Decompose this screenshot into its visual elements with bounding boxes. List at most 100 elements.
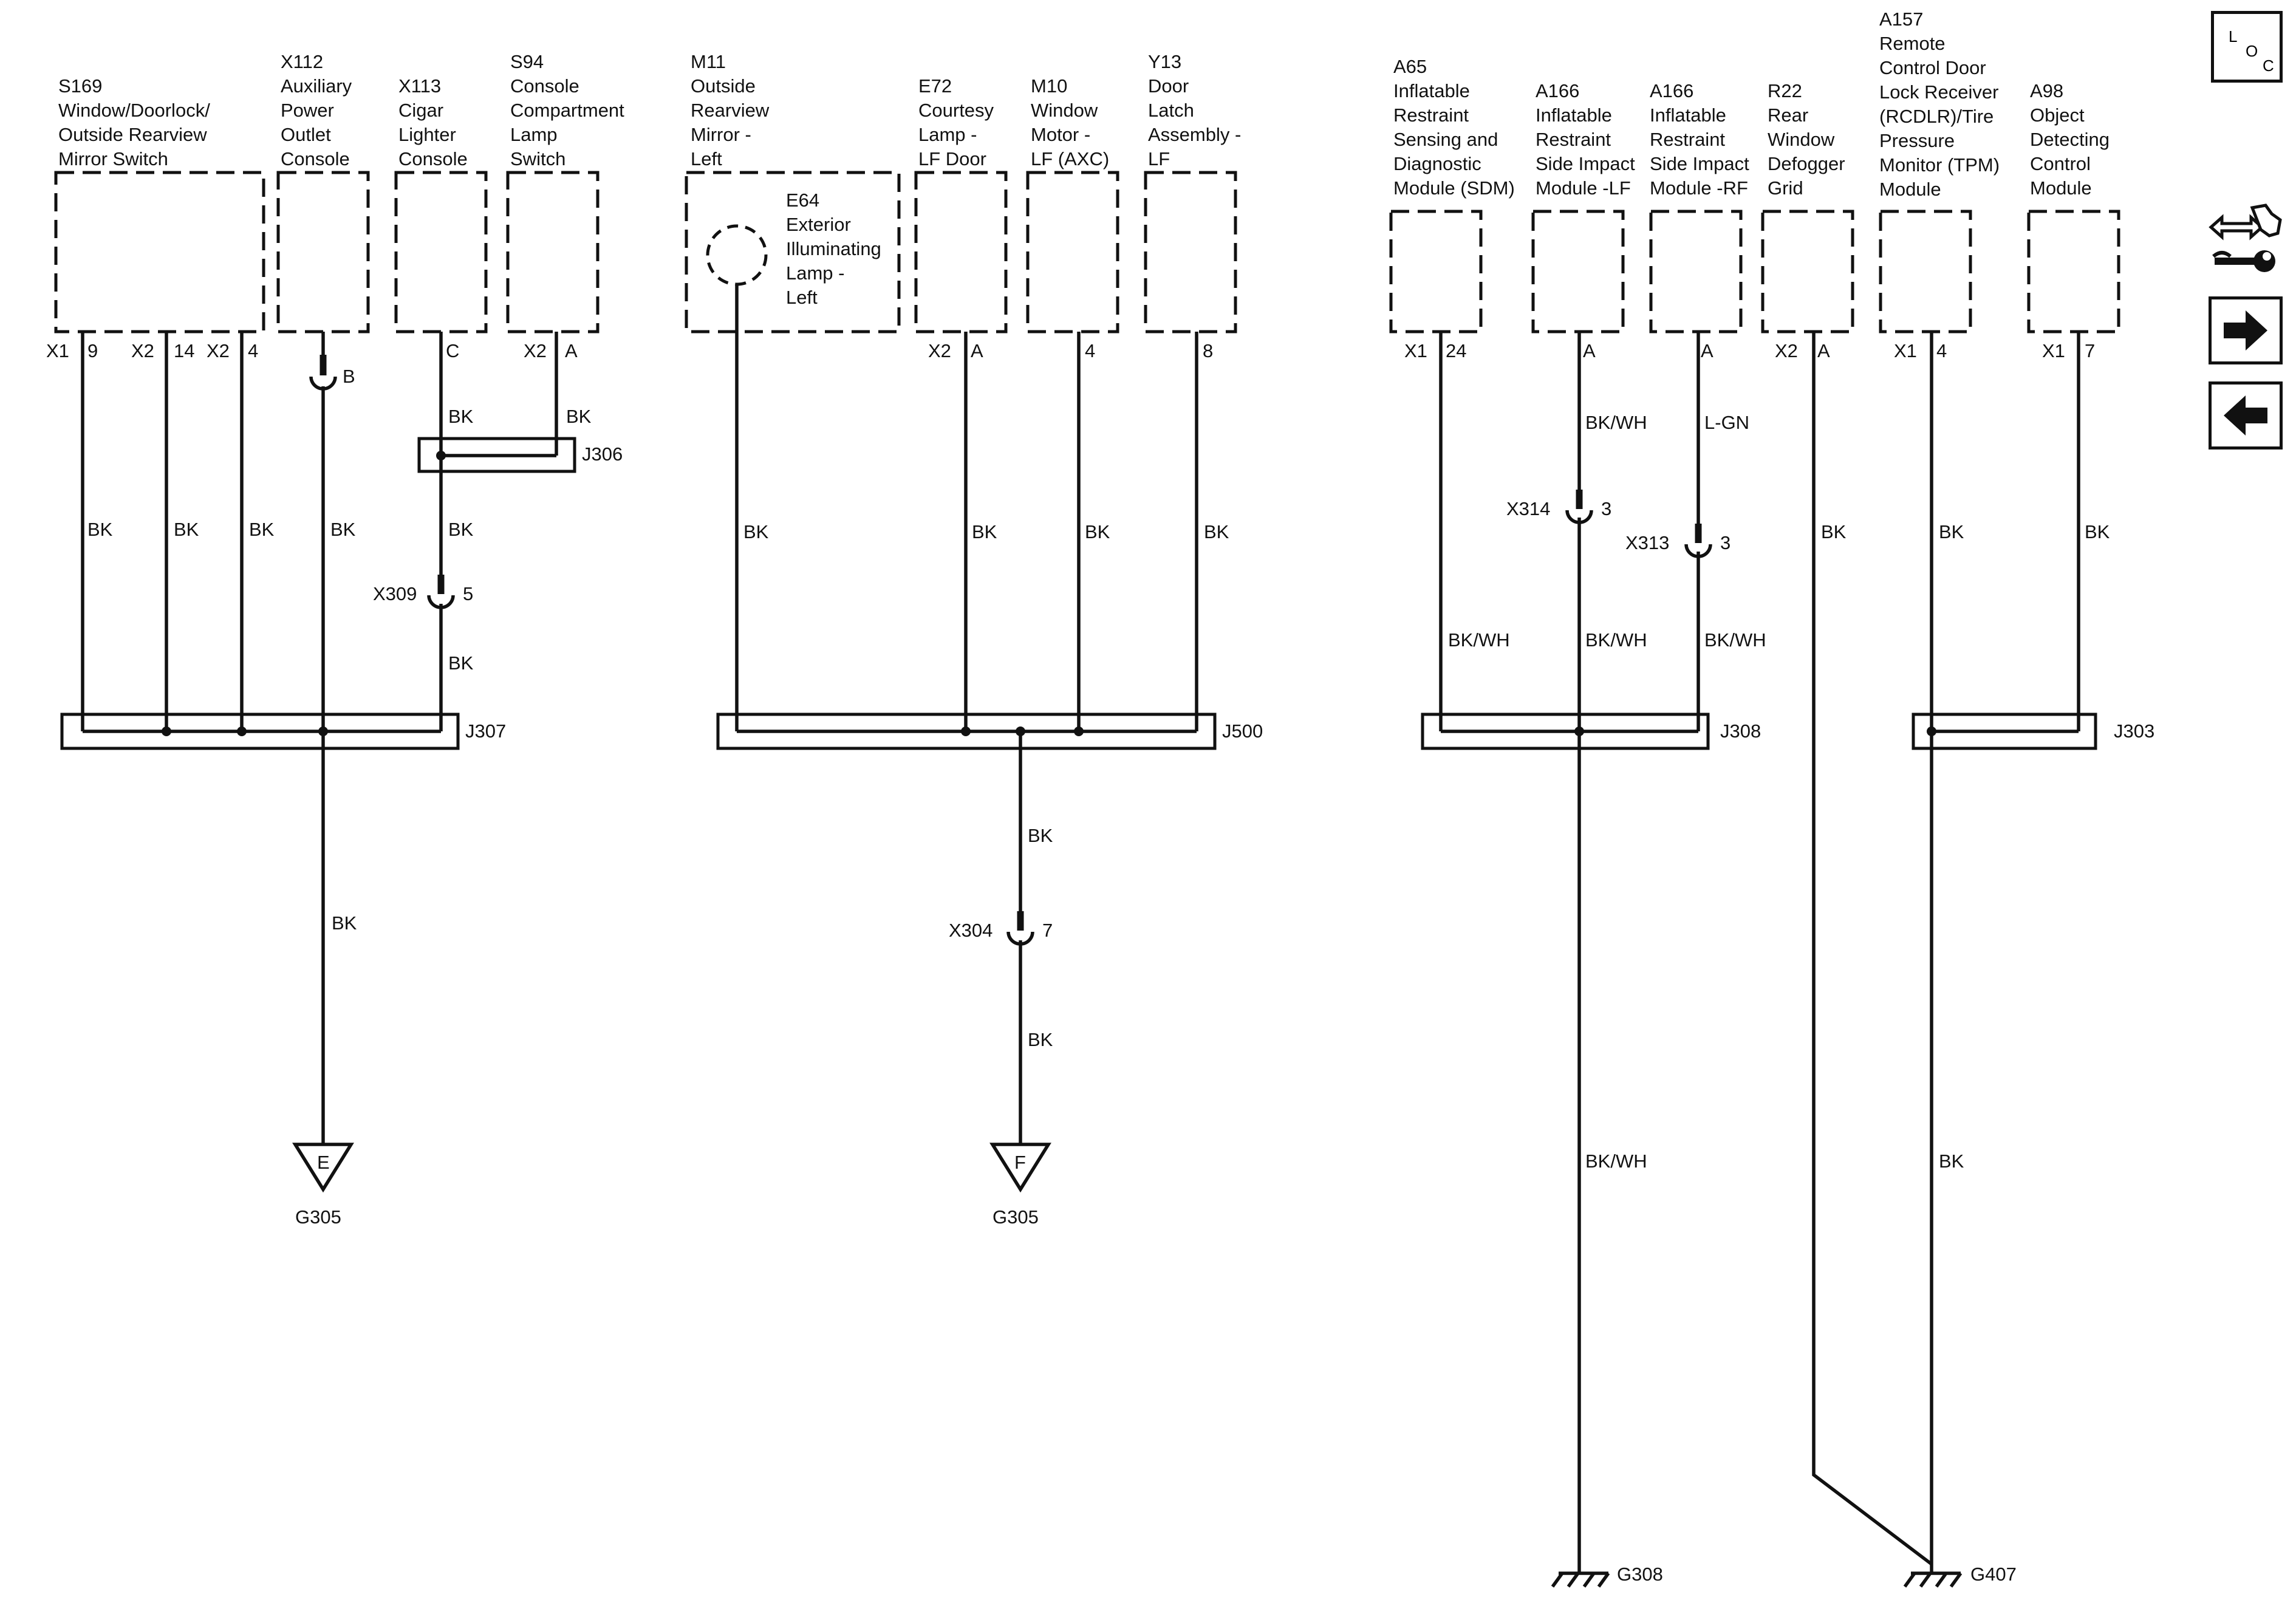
component-y13-line4: LF	[1148, 148, 1170, 169]
component-a157-line1: Remote	[1879, 33, 1946, 54]
component-e64-line2: Illuminating	[786, 238, 881, 259]
wire-color-label: BK	[1028, 825, 1053, 846]
component-x113-id: X113	[398, 75, 441, 97]
ground-label: G308	[1617, 1564, 1663, 1585]
connector-x304-label: X304	[949, 920, 993, 941]
component-m11-line3: Mirror -	[691, 124, 751, 145]
splice-j307	[60, 713, 460, 750]
component-a65-line2: Restraint	[1393, 104, 1469, 126]
arrow-right-icon	[2224, 310, 2267, 350]
prev-button[interactable]	[2209, 381, 2283, 450]
a166-rf-box	[1649, 210, 1743, 333]
wire-color-label: BK	[1939, 1150, 1964, 1172]
pin-label: 4	[1085, 340, 1095, 361]
connector-x313: X313 3	[1625, 524, 1731, 558]
component-a157-line3: Lock Receiver	[1879, 81, 1998, 103]
connector-x112-b	[309, 355, 337, 391]
component-a98-line4: Module	[2030, 177, 2092, 199]
component-r22-line4: Grid	[1768, 177, 1803, 199]
pin-label: 4	[248, 340, 258, 361]
pin-label: C	[446, 340, 459, 361]
component-s169-line3: Mirror Switch	[58, 148, 168, 169]
loc-button[interactable]: L O C	[2211, 11, 2283, 83]
component-x112-id: X112	[281, 51, 323, 72]
e64-lamp-symbol	[706, 224, 768, 286]
junction-dot	[961, 726, 971, 736]
junction-dot	[162, 726, 171, 736]
component-a166-lf-line1: Inflatable	[1536, 104, 1612, 126]
component-m11-line1: Outside	[691, 75, 756, 97]
pin-label: X2	[207, 340, 230, 361]
pin-label: 7	[2085, 340, 2095, 361]
component-m10-line3: LF (AXC)	[1031, 148, 1109, 169]
junction-dot	[237, 726, 247, 736]
connector-x309: X309 5	[373, 575, 473, 609]
y13-box	[1144, 171, 1237, 333]
component-e64-line1: Exterior	[786, 214, 851, 235]
component-y13-line1: Door	[1148, 75, 1189, 97]
component-x112-line2: Power	[281, 100, 334, 121]
r22-box	[1761, 210, 1854, 333]
x112-box	[276, 171, 370, 333]
component-s94-line2: Compartment	[510, 100, 624, 121]
component-a166-rf-id: A166	[1650, 80, 1693, 101]
m10-box	[1026, 171, 1119, 333]
junction-dot	[1574, 726, 1584, 736]
connector-x313-pin: 3	[1720, 532, 1731, 553]
pin-label: 8	[1203, 340, 1213, 361]
component-y13-id: Y13	[1148, 51, 1181, 72]
splice-j500	[716, 713, 1217, 750]
pin-label: X1	[1404, 340, 1427, 361]
wire-color-label: BK/WH	[1448, 629, 1510, 651]
loc-letter-c: C	[2263, 56, 2274, 75]
component-x112-line1: Auxiliary	[281, 75, 352, 97]
pin-label: A	[1701, 340, 1713, 361]
a157-box	[1879, 210, 1972, 333]
splice-j500-label: J500	[1222, 720, 1263, 742]
pin-label: X1	[1894, 340, 1917, 361]
wire-color-label: BK/WH	[1585, 412, 1647, 433]
wire-color-label: BK	[448, 406, 474, 427]
wire-color-label: BK	[566, 406, 592, 427]
pin-label: A	[1817, 340, 1830, 361]
component-a65-line5: Module (SDM)	[1393, 177, 1515, 199]
next-button[interactable]	[2209, 296, 2283, 364]
junction-dot	[1016, 726, 1025, 736]
component-a157-line5: Pressure	[1879, 130, 1955, 151]
wire-color-label: BK	[448, 652, 474, 674]
component-s94-line1: Console	[510, 75, 579, 97]
junction-dot	[1074, 726, 1084, 736]
connector-x314-pin: 3	[1601, 498, 1611, 519]
connector-x304: X304 7	[949, 911, 1053, 946]
component-y13-line2: Latch	[1148, 100, 1194, 121]
component-a157-line6: Monitor (TPM)	[1879, 154, 2000, 176]
component-a166-lf-line3: Side Impact	[1536, 153, 1635, 174]
component-m10-line1: Window	[1031, 100, 1098, 121]
component-e64-line4: Left	[786, 287, 818, 308]
component-m11-line4: Left	[691, 148, 722, 169]
wire-color-label: BK/WH	[1704, 629, 1766, 651]
connector-x313-label: X313	[1625, 532, 1669, 553]
ground-label: G305	[993, 1206, 1039, 1228]
component-s169-line1: Window/Doorlock/	[58, 100, 210, 121]
wire	[1812, 332, 1933, 1566]
wire-color-label: BK	[330, 519, 356, 540]
connector-x309-pin: 5	[463, 583, 473, 604]
wire-color-label: BK/WH	[1585, 629, 1647, 651]
component-s169-line2: Outside Rearview	[58, 124, 207, 145]
pin-label: A	[1583, 340, 1596, 361]
ground-letter: E	[317, 1152, 330, 1173]
component-a157-id: A157	[1879, 9, 1923, 30]
connector-x309-label: X309	[373, 583, 417, 604]
ground-label: G407	[1970, 1564, 2017, 1585]
pin-label: X1	[46, 340, 69, 361]
harness-wrench-icon[interactable]	[2209, 193, 2286, 278]
component-e64-id: E64	[786, 190, 819, 211]
component-a157-line4: (RCDLR)/Tire	[1879, 106, 1994, 127]
wire-color-label: BK	[2085, 521, 2110, 542]
component-m11-id: M11	[691, 51, 726, 72]
junction-dots	[162, 451, 1936, 736]
pin-label: A	[971, 340, 983, 361]
component-s94-line4: Switch	[510, 148, 565, 169]
